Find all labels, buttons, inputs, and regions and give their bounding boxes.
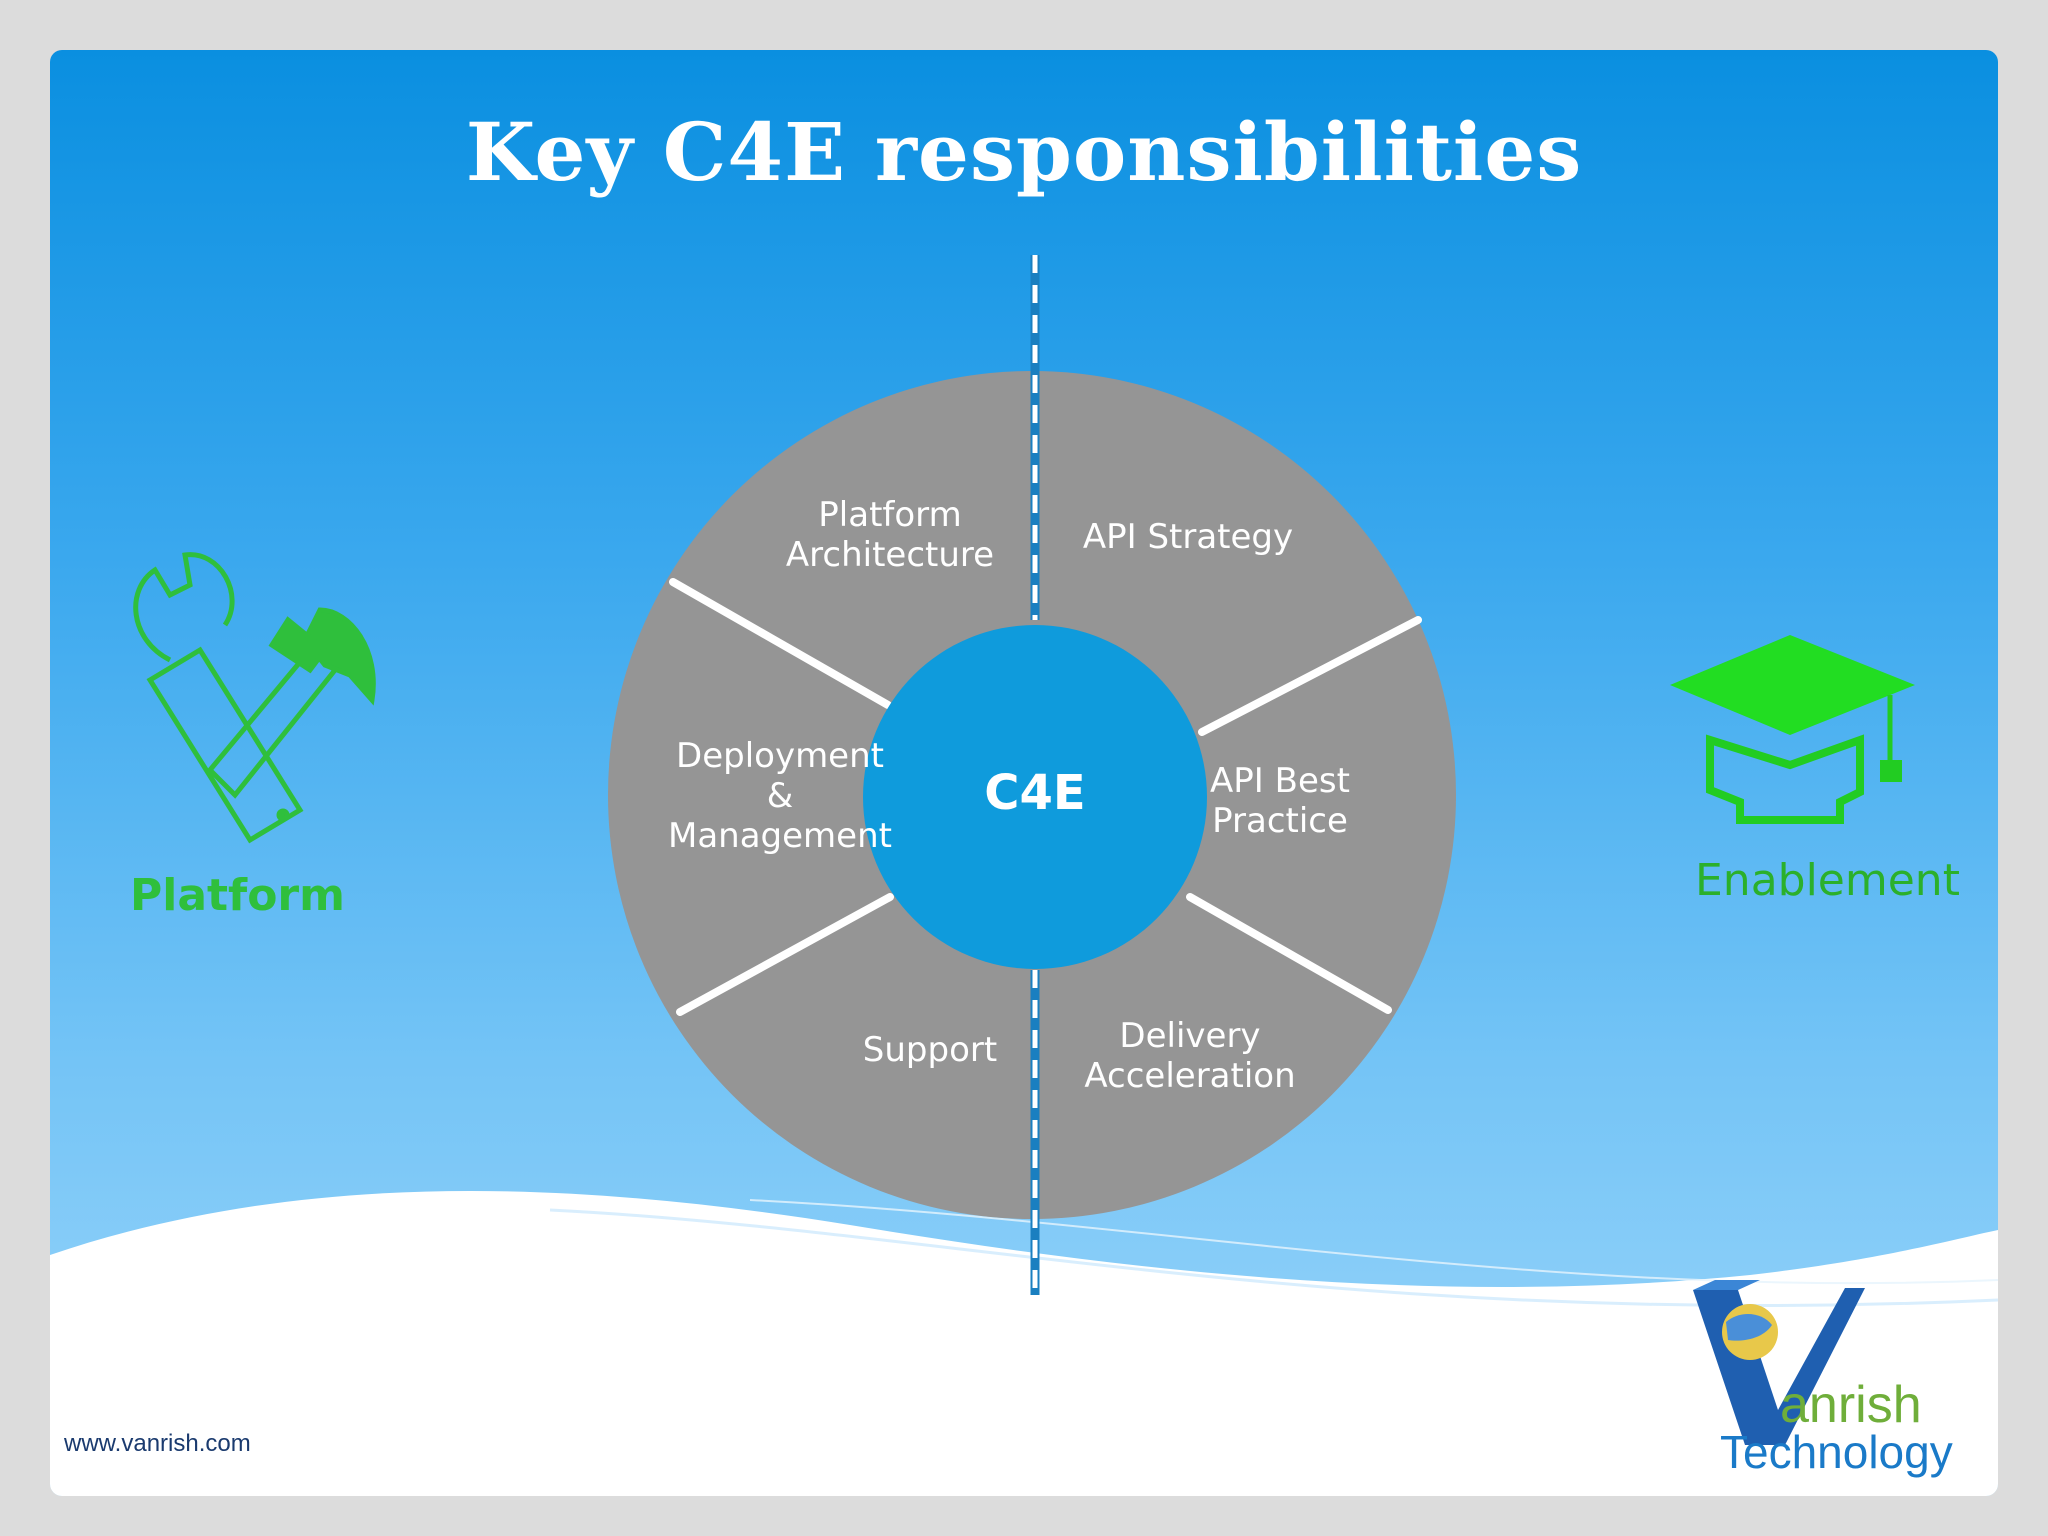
spoke-lower-right bbox=[1186, 893, 1392, 1014]
spoke-lower-left bbox=[676, 893, 894, 1016]
vanrish-logo-mark bbox=[1693, 1280, 1865, 1445]
slide: Key C4E responsibilities bbox=[50, 50, 1998, 1496]
enablement-label: Enablement bbox=[1695, 855, 1960, 906]
spoke-upper-right bbox=[1198, 616, 1422, 736]
c4e-wheel bbox=[133, 255, 1915, 1445]
center-label: C4E bbox=[984, 765, 1086, 821]
segment-deployment-management: Deployment & Management bbox=[668, 736, 892, 856]
segment-api-best-practice: API Best Practice bbox=[1210, 761, 1350, 841]
spoke-upper-left bbox=[669, 578, 892, 709]
segment-support: Support bbox=[862, 1030, 998, 1070]
logo-word-anrish: anrish bbox=[1780, 1376, 1922, 1434]
segment-delivery-acceleration: Delivery Acceleration bbox=[1084, 1016, 1296, 1096]
logo-word-technology: Technology bbox=[1720, 1426, 1953, 1478]
slide-title: Key C4E responsibilities bbox=[465, 105, 1583, 199]
segment-platform-architecture: Platform Architecture bbox=[785, 495, 995, 575]
platform-label: Platform bbox=[130, 870, 345, 921]
center-hub bbox=[863, 625, 1207, 969]
segment-api-strategy: API Strategy bbox=[1082, 517, 1294, 557]
graduation-cap-icon bbox=[1670, 635, 1915, 824]
wrench-hammer-icon bbox=[133, 552, 376, 844]
website-url: www.vanrish.com bbox=[64, 1430, 251, 1457]
